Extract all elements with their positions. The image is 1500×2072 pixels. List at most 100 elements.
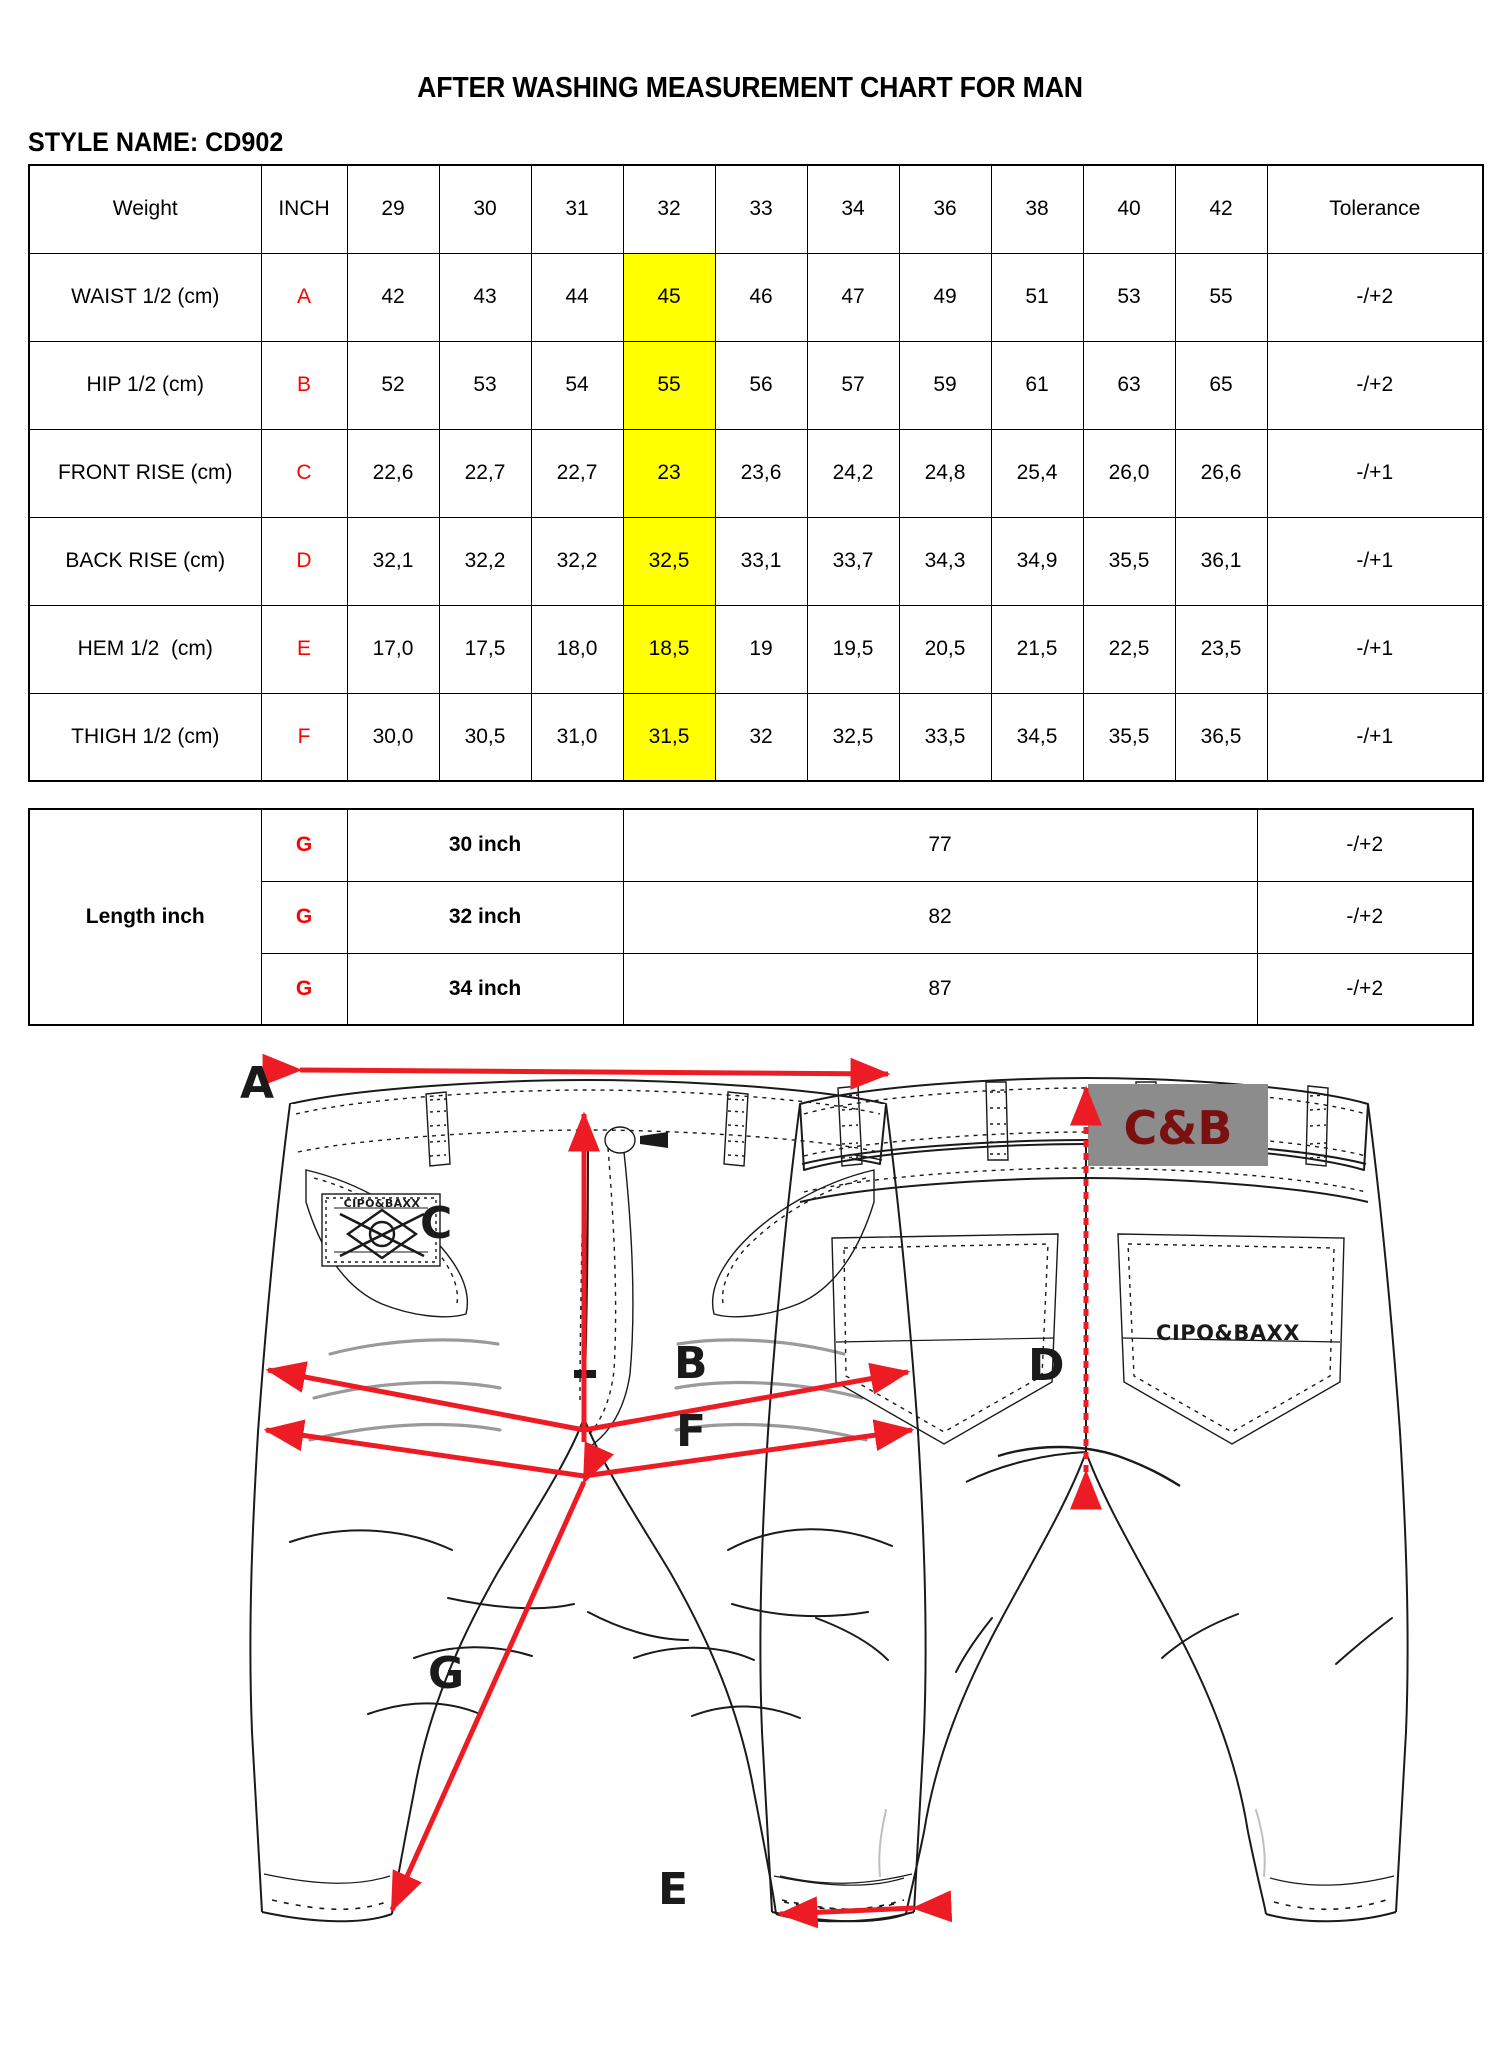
- length-size-3: 34 inch: [346, 952, 624, 1026]
- cell-a-33: 46: [714, 252, 808, 342]
- marker-label-B: B: [674, 1338, 708, 1389]
- length-value-1: 77: [622, 808, 1258, 882]
- row-code-d: D: [260, 516, 348, 606]
- cell-d-38: 34,9: [990, 516, 1084, 606]
- cell-d-36: 34,3: [898, 516, 992, 606]
- cell-d-29: 32,1: [346, 516, 440, 606]
- row-code-b: B: [260, 340, 348, 430]
- row-code-c: C: [260, 428, 348, 518]
- header-size-38: 38: [990, 164, 1084, 254]
- row-label-d: BACK RISE (cm): [28, 516, 262, 606]
- tolerance-b: -/+2: [1266, 340, 1484, 430]
- cell-e-33: 19: [714, 604, 808, 694]
- header-size-31: 31: [530, 164, 624, 254]
- tolerance-c: -/+1: [1266, 428, 1484, 518]
- length-code-2: G: [260, 880, 348, 954]
- back-fade-lines: [878, 1809, 1266, 1877]
- cell-e-42: 23,5: [1174, 604, 1268, 694]
- cell-f-34: 32,5: [806, 692, 900, 782]
- arrow-F-thigh-right: [583, 1419, 915, 1479]
- arrow-G-inseam: [389, 1441, 614, 1913]
- header-size-33: 33: [714, 164, 808, 254]
- cell-c-29: 22,6: [346, 428, 440, 518]
- front-pocket-brand-label: CIPO&BAXX: [344, 1197, 421, 1210]
- row-label-b: HIP 1/2 (cm): [28, 340, 262, 430]
- measurement-table: Weight INCH 29 30 31 32 33 34 36 38 40 4…: [28, 164, 1484, 782]
- back-crease-lines: [815, 1613, 1393, 1673]
- row-label-a: WAIST 1/2 (cm): [28, 252, 262, 342]
- cell-e-38: 21,5: [990, 604, 1084, 694]
- cell-f-30: 30,5: [438, 692, 532, 782]
- length-size-2: 32 inch: [346, 880, 624, 954]
- marker-label-A: A: [240, 1058, 275, 1109]
- cell-d-31: 32,2: [530, 516, 624, 606]
- row-code-e: E: [260, 604, 348, 694]
- length-code-3: G: [260, 952, 348, 1026]
- header-size-36: 36: [898, 164, 992, 254]
- tolerance-e: -/+1: [1266, 604, 1484, 694]
- length-tolerance-3: -/+2: [1256, 952, 1474, 1026]
- cell-d-33: 33,1: [714, 516, 808, 606]
- cell-f-38: 34,5: [990, 692, 1084, 782]
- cell-c-31: 22,7: [530, 428, 624, 518]
- row-label-f: THIGH 1/2 (cm): [28, 692, 262, 782]
- row-code-a: A: [260, 252, 348, 342]
- cell-b-33: 56: [714, 340, 808, 430]
- cell-a-32: 45: [622, 252, 716, 342]
- arrow-B-hip-right: [583, 1362, 911, 1433]
- header-tolerance: Tolerance: [1266, 164, 1484, 254]
- header-size-29: 29: [346, 164, 440, 254]
- length-size-1: 30 inch: [346, 808, 624, 882]
- cell-f-36: 33,5: [898, 692, 992, 782]
- cell-c-36: 24,8: [898, 428, 992, 518]
- header-size-34: 34: [806, 164, 900, 254]
- marker-label-D: D: [1028, 1340, 1065, 1391]
- back-jeans-outline: [759, 1077, 1409, 1923]
- cell-e-34: 19,5: [806, 604, 900, 694]
- header-weight: Weight: [28, 164, 262, 254]
- marker-label-C: C: [420, 1198, 453, 1249]
- back-pocket-brand-label: CIPO&BAXX: [1156, 1321, 1300, 1345]
- tolerance-d: -/+1: [1266, 516, 1484, 606]
- cell-c-40: 26,0: [1082, 428, 1176, 518]
- measurement-chart-page: AFTER WASHING MEASUREMENT CHART FOR MAN …: [0, 72, 1500, 2072]
- row-code-f: F: [260, 692, 348, 782]
- cell-a-30: 43: [438, 252, 532, 342]
- cell-c-38: 25,4: [990, 428, 1084, 518]
- cell-d-34: 33,7: [806, 516, 900, 606]
- cell-a-34: 47: [806, 252, 900, 342]
- row-label-c: FRONT RISE (cm): [28, 428, 262, 518]
- row-label-e: HEM 1/2 (cm): [28, 604, 262, 694]
- cell-b-31: 54: [530, 340, 624, 430]
- cell-b-42: 65: [1174, 340, 1268, 430]
- length-value-3: 87: [622, 952, 1258, 1026]
- measurement-arrows: [262, 1053, 953, 1929]
- length-tolerance-1: -/+2: [1256, 808, 1474, 882]
- arrow-B-hip-left: [265, 1361, 585, 1433]
- cell-c-42: 26,6: [1174, 428, 1268, 518]
- cell-f-29: 30,0: [346, 692, 440, 782]
- marker-label-E: E: [658, 1864, 689, 1915]
- cell-b-38: 61: [990, 340, 1084, 430]
- cell-a-40: 53: [1082, 252, 1176, 342]
- cell-b-32: 55: [622, 340, 716, 430]
- tolerance-a: -/+2: [1266, 252, 1484, 342]
- cell-c-34: 24,2: [806, 428, 900, 518]
- cell-a-29: 42: [346, 252, 440, 342]
- back-brand-patch: C&B: [1088, 1084, 1268, 1166]
- cell-e-32: 18,5: [622, 604, 716, 694]
- cell-c-33: 23,6: [714, 428, 808, 518]
- cell-d-40: 35,5: [1082, 516, 1176, 606]
- cell-b-34: 57: [806, 340, 900, 430]
- marker-label-F: F: [676, 1406, 707, 1457]
- length-value-2: 82: [622, 880, 1258, 954]
